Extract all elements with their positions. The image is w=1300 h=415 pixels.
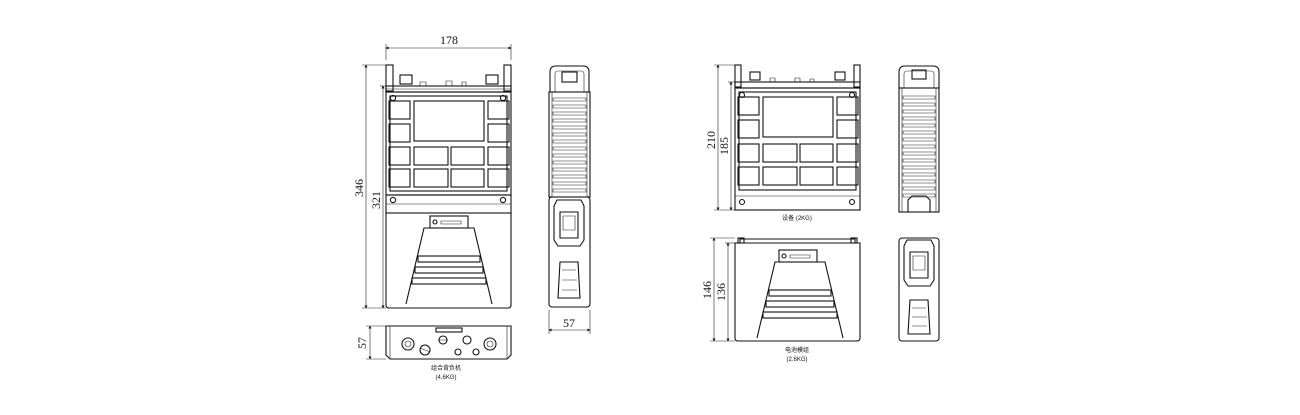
dim-146-label: 146 [700, 281, 714, 299]
dim-combined-height: 346 [352, 64, 386, 309]
fin [552, 160, 587, 165]
fin [902, 123, 936, 128]
fin [902, 95, 936, 100]
dim-136-label: 136 [714, 283, 728, 301]
battery-name-caption: 电池模组 [785, 346, 809, 354]
device-front-view [734, 64, 861, 211]
combined-weight-caption: (4.6KG) [435, 375, 456, 381]
dim-178-label: 178 [440, 33, 458, 47]
fin [552, 146, 587, 151]
fin [552, 153, 587, 158]
fin [902, 151, 936, 156]
battery-weight-caption: (2.6KG) [786, 357, 807, 363]
fin [552, 139, 587, 144]
fin [552, 188, 587, 193]
dim-battery-height: 146 [700, 237, 735, 342]
fin [902, 158, 936, 163]
device-side-view [898, 65, 940, 213]
cooling-fins [902, 95, 936, 198]
fin [902, 116, 936, 121]
fin [552, 167, 587, 172]
combined-side-view [548, 65, 591, 308]
device-caption: 设备 (2KG) [782, 214, 812, 222]
dim-top-57-label: 57 [355, 337, 369, 349]
fin [552, 132, 587, 137]
dim-combined-width: 178 [385, 33, 512, 60]
battery-front-view [734, 237, 861, 342]
battery-side-view [898, 237, 940, 342]
dim-battery-body-height: 136 [714, 242, 735, 342]
fin [902, 109, 936, 114]
fin [902, 165, 936, 170]
cooling-fins [552, 97, 587, 193]
combined-front-view [385, 64, 512, 309]
fin [902, 193, 936, 198]
combined-top-view [385, 325, 512, 360]
fin [902, 102, 936, 107]
fin [902, 130, 936, 135]
fin [902, 179, 936, 184]
dim-combined-depth: 57 [355, 325, 386, 360]
fin [552, 181, 587, 186]
dim-side-57-label: 57 [563, 316, 575, 330]
dim-combined-body-height: 321 [369, 85, 386, 309]
fin [552, 111, 587, 116]
dim-device-height: 210 [704, 64, 735, 211]
fin [552, 97, 587, 102]
dim-side-depth: 57 [548, 310, 591, 334]
fin [552, 118, 587, 123]
fin [902, 137, 936, 142]
fin [552, 104, 587, 109]
dim-321-label: 321 [369, 191, 383, 209]
fin [902, 186, 936, 191]
dim-device-body-height: 185 [717, 81, 735, 211]
fin [902, 144, 936, 149]
fin [552, 174, 587, 179]
fin [902, 172, 936, 177]
dim-210-label: 210 [704, 131, 718, 149]
fin [552, 125, 587, 130]
combined-name-caption: 组合背负机 [431, 364, 461, 372]
dim-185-label: 185 [717, 137, 731, 155]
dim-346-label: 346 [352, 179, 366, 197]
